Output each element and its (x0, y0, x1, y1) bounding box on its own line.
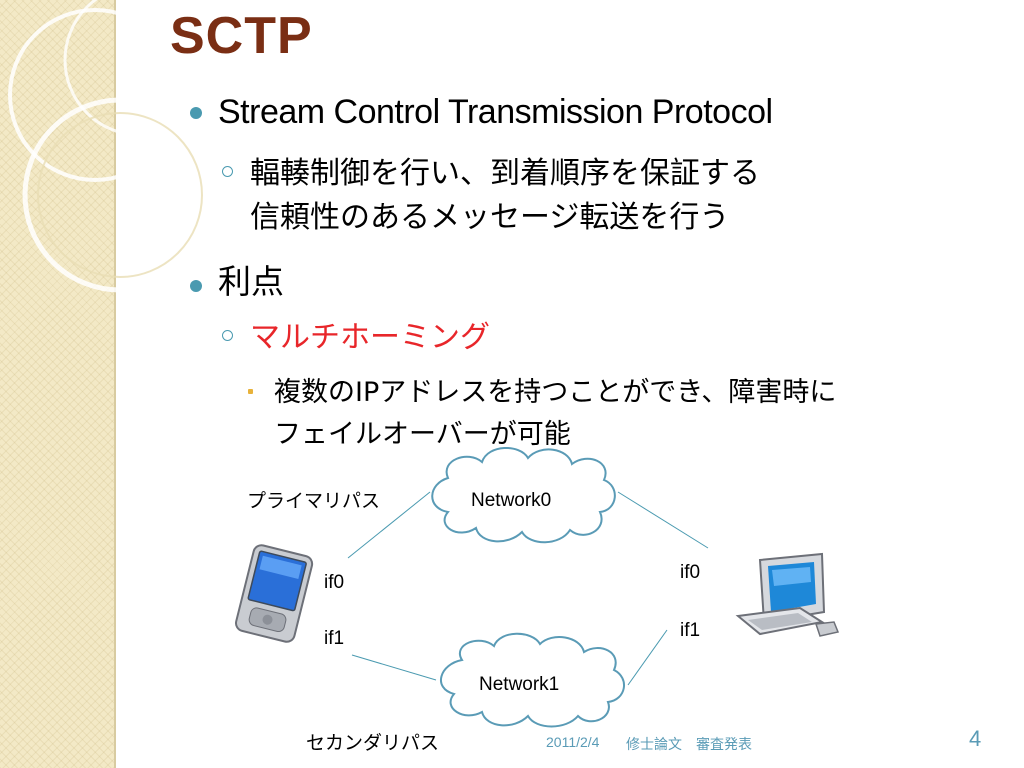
cloud-icon-network0 (431, 446, 616, 544)
desktop-computer-icon (735, 552, 840, 637)
sub-bullet-ring-icon (222, 330, 233, 341)
decorative-circles (8, 0, 218, 293)
network0-label: Network0 (471, 490, 552, 511)
secondary-link-left (351, 654, 437, 681)
cloud-icon-network1 (440, 632, 625, 728)
secondary-link-right (627, 629, 668, 686)
bullet-text: Stream Control Transmission Protocol (218, 93, 773, 131)
left-if0-label: if0 (324, 572, 345, 593)
primary-link-right (617, 491, 709, 549)
sub-sub-bullet-line1: 複数のIPアドレスを持つことができ、障害時に (274, 377, 837, 408)
right-if0-label: if0 (680, 562, 701, 583)
sidebar-divider (114, 0, 116, 768)
network1-label: Network1 (479, 674, 560, 695)
sub-bullet-ring-icon (222, 166, 233, 177)
page-number: 4 (969, 726, 982, 751)
right-if1-label: if1 (680, 620, 701, 641)
primary-path-label: プライマリパス (247, 490, 381, 512)
sub-sub-bullet-square-icon (248, 389, 253, 394)
bullet-text: 利点 (218, 262, 284, 301)
primary-link-left (347, 491, 431, 559)
footer-date: 2011/2/4 (546, 734, 600, 750)
bullet-dot-icon (190, 280, 202, 292)
left-if1-label: if1 (324, 628, 345, 649)
pda-device-icon (235, 544, 314, 643)
bullet-dot-icon (190, 107, 202, 119)
sub-sub-bullet-line2: フェイルオーバーが可能 (274, 419, 571, 450)
slide-title: SCTP (170, 7, 313, 65)
sidebar-background (0, 0, 114, 768)
sub-bullet-highlight: マルチホーミング (250, 320, 490, 355)
sub-bullet-line1: 輻輳制御を行い、到着順序を保証する (250, 156, 760, 191)
sub-bullet-line2: 信頼性のあるメッセージ転送を行う (250, 200, 730, 235)
secondary-path-label: セカンダリパス (306, 732, 440, 754)
footer-caption: 修士論文 審査発表 (626, 737, 752, 753)
